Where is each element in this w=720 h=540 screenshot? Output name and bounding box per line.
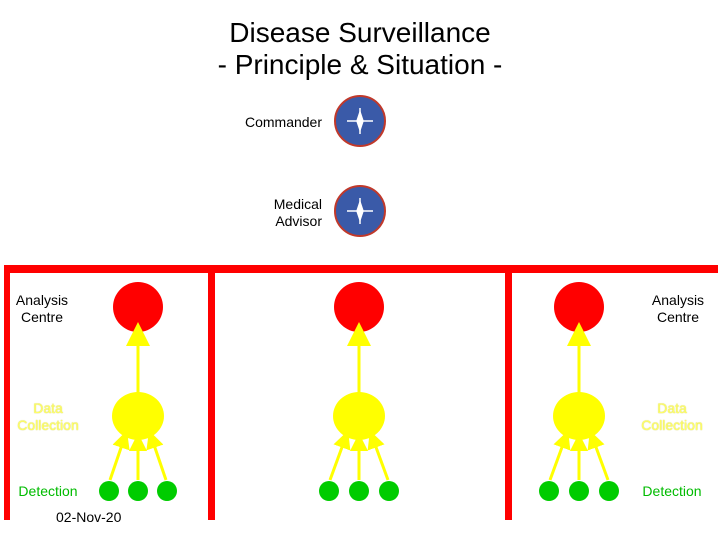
- data-collection-node: [553, 392, 605, 440]
- medical-advisor-emblem: [334, 185, 386, 237]
- analysis-centre-node: [334, 282, 384, 332]
- left-bar: [4, 265, 10, 520]
- detection-node: [349, 481, 369, 501]
- analysis-centre-label-left-line1: Analysis: [15, 292, 69, 308]
- horizontal-bar: [4, 265, 718, 273]
- detection-node: [599, 481, 619, 501]
- nato-compass-icon: [347, 198, 373, 224]
- analysis-centre-label-right-line1: Analysis: [651, 292, 705, 308]
- arrow-up: [108, 430, 130, 481]
- arrow-up: [146, 430, 168, 481]
- analysis-centre-label-left-line2: Centre: [20, 309, 64, 325]
- detection-node: [379, 481, 399, 501]
- detection-node: [319, 481, 339, 501]
- commander-emblem: [334, 95, 386, 147]
- commander-label: Commander: [244, 114, 322, 130]
- detection-node: [99, 481, 119, 501]
- column-center: [319, 282, 399, 501]
- analysis-centre-node: [113, 282, 163, 332]
- medical-advisor-label-line1: Medical: [273, 196, 322, 212]
- data-collection-label-left-line1: Data: [33, 400, 63, 416]
- detection-node: [539, 481, 559, 501]
- data-collection-label-right-line1: Data: [657, 400, 687, 416]
- detection-label-left: Detection: [18, 483, 78, 499]
- footer-date: 02-Nov-20: [56, 509, 122, 525]
- detection-label-right: Detection: [642, 483, 702, 499]
- medical-advisor-label-line2: Advisor: [275, 213, 322, 229]
- analysis-centre-label-right-line2: Centre: [656, 309, 700, 325]
- column-right: [539, 282, 619, 501]
- data-collection-label-right-line2: Collection: [641, 417, 703, 433]
- analysis-centre-node: [554, 282, 604, 332]
- data-collection-node: [333, 392, 385, 440]
- arrow-up: [328, 430, 351, 481]
- detection-node: [157, 481, 177, 501]
- divider-bar-1: [208, 265, 215, 520]
- arrow-up: [548, 430, 571, 481]
- divider-bar-2: [505, 265, 512, 520]
- page-title-line2: - Principle & Situation -: [217, 49, 503, 80]
- arrow-up: [367, 430, 390, 481]
- data-collection-node: [112, 392, 164, 440]
- column-left: [99, 282, 177, 501]
- nato-compass-icon: [347, 108, 373, 134]
- detection-node: [128, 481, 148, 501]
- page-title-line1: Disease Surveillance: [229, 17, 491, 48]
- arrow-up: [587, 430, 610, 481]
- data-collection-label-left-line2: Collection: [17, 417, 79, 433]
- detection-node: [569, 481, 589, 501]
